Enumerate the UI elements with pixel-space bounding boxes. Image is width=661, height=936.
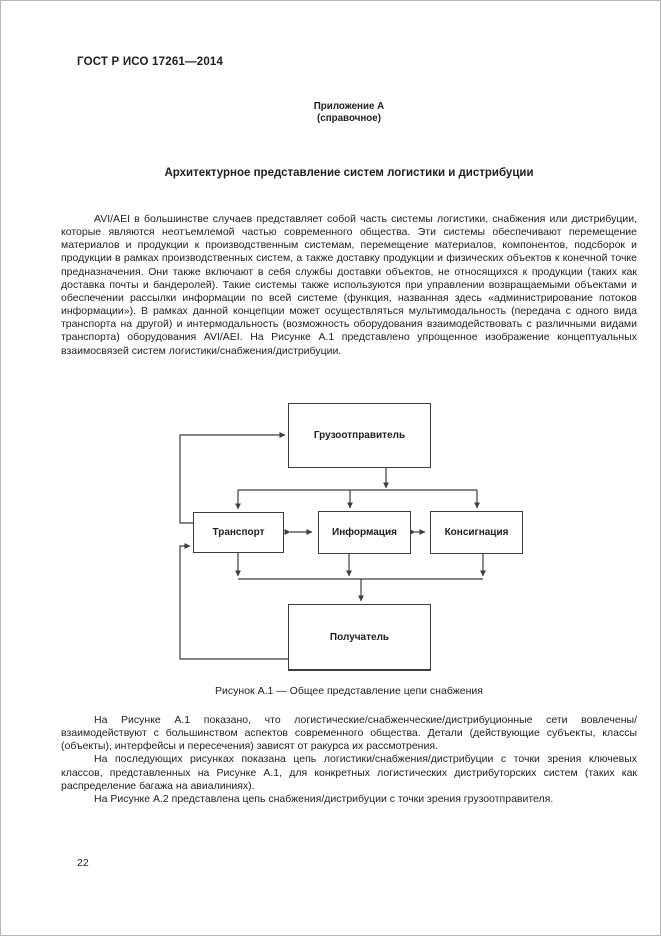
body-paragraphs-top: AVI/AEI в большинстве случаев представля…: [61, 213, 637, 358]
figure-caption: Рисунок А.1 — Общее представление цепи с…: [215, 685, 483, 697]
diagram-node-shipper: Грузоотправитель: [288, 403, 431, 468]
diagram-connectors: [179, 432, 486, 660]
diagram-node-label: Транспорт: [212, 527, 265, 538]
appendix-heading: Приложение А (справочное): [61, 101, 637, 125]
paragraph: AVI/AEI в большинстве случаев представля…: [61, 213, 637, 357]
document-header: ГОСТ Р ИСО 17261—2014: [77, 56, 224, 68]
figure-a1-diagram: Грузоотправитель Транспорт Информация Ко…: [61, 396, 637, 681]
edge-receiver-transport-feedback: [179, 543, 288, 660]
diagram-node-label: Получатель: [329, 631, 390, 643]
page-number: 22: [77, 857, 89, 869]
diagram-node-label: Консигнация: [444, 527, 509, 538]
appendix-label: Приложение А: [313, 101, 385, 112]
edge-transport-shipper-feedback: [179, 432, 286, 524]
paragraph: На последующих рисунках показана цепь ло…: [61, 753, 637, 792]
diagram-node-transport: Транспорт: [193, 512, 284, 553]
appendix-kind: (справочное): [317, 112, 381, 124]
paragraph: На Рисунке А.1 показано, что логистическ…: [61, 714, 637, 753]
diagram-node-label: Информация: [332, 527, 397, 538]
body-paragraphs-bottom: На Рисунке А.1 показано, что логистическ…: [61, 714, 637, 806]
diagram-node-receiver: Получатель: [288, 604, 431, 671]
diagram-node-information: Информация: [318, 511, 411, 554]
section-title: Архитектурное представление систем логис…: [164, 167, 534, 179]
diagram-node-label: Грузоотправитель: [313, 430, 406, 441]
diagram-node-consignment: Консигнация: [430, 511, 523, 554]
paragraph: На Рисунке А.2 представлена цепь снабжен…: [94, 792, 554, 805]
